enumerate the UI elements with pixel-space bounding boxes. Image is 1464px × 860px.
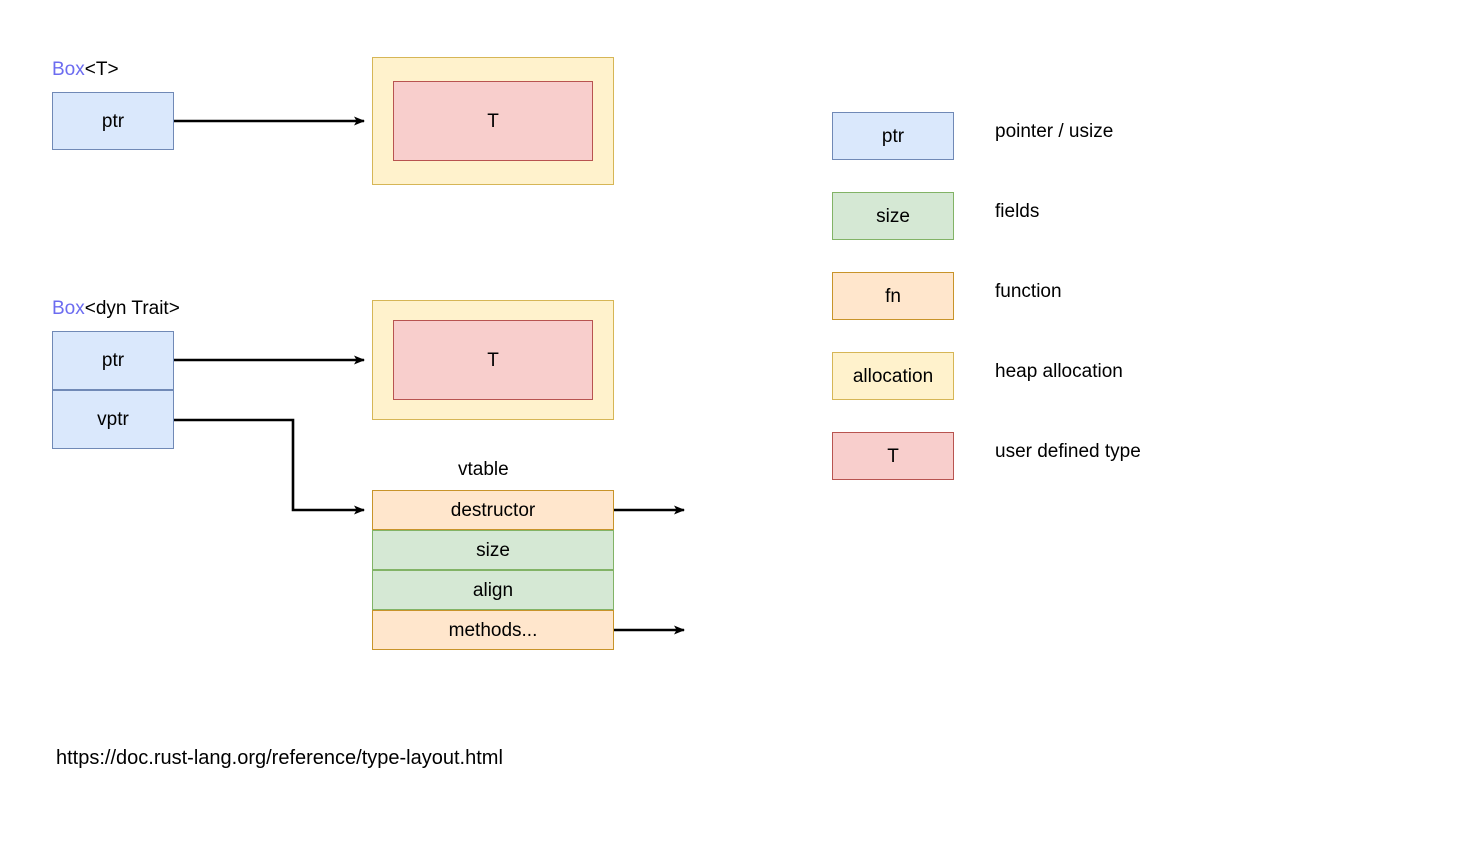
vtable-caption: vtable [458, 459, 509, 480]
box-dyn-trait-ptr-cell: ptr [52, 331, 174, 390]
box-dyn-trait-label-generic: <dyn Trait> [84, 298, 180, 319]
box-dyn-trait-ptr-cell-label: ptr [101, 350, 125, 371]
legend-swatch-allocation-label: allocation [852, 365, 934, 387]
box-t-allocation-inner-type: T [393, 81, 593, 161]
legend-swatch-ptr: ptr [832, 112, 954, 160]
legend-swatch-type-label: T [887, 445, 899, 467]
vtable-row-destructor: destructor [372, 490, 614, 530]
box-dyn-trait-vptr-cell-label: vptr [97, 409, 129, 430]
box-dyn-trait-allocation-inner-type-label: T [487, 349, 499, 371]
legend-swatch-fn-label: fn [885, 285, 901, 307]
box-t-label-keyword: Box [52, 59, 85, 80]
box-dyn-trait-label-keyword: Box [52, 298, 85, 319]
legend-swatch-size-label: size [876, 205, 910, 227]
source-url-text: https://doc.rust-lang.org/reference/type… [56, 747, 503, 769]
legend-swatch-allocation: allocation [832, 352, 954, 400]
vtable-row-size-label: size [476, 539, 510, 561]
box-dyn-trait-allocation-inner-type: T [393, 320, 593, 400]
box-t-label: Box<T> [52, 60, 119, 79]
box-t-allocation-inner-type-label: T [487, 110, 499, 132]
box-t-label-generic: <T> [84, 59, 119, 80]
vtable-row-methods-label: methods... [448, 619, 538, 641]
vtable-row-align: align [372, 570, 614, 610]
legend-swatch-fn: fn [832, 272, 954, 320]
legend-description-user-defined-type: user defined type [995, 441, 1141, 462]
vtable-row-methods: methods... [372, 610, 614, 650]
legend-description-ptr: pointer / usize [995, 121, 1114, 142]
vtable-row-align-label: align [472, 579, 514, 601]
box-dyn-trait-vptr-cell: vptr [52, 390, 174, 449]
legend-description-fields: fields [995, 201, 1040, 222]
edge-boxdyn-vptr-to-vtable [174, 418, 365, 515]
vtable-row-size: size [372, 530, 614, 570]
vtable-row-destructor-label: destructor [450, 499, 536, 521]
box-t-ptr-cell-label: ptr [101, 110, 125, 132]
legend-description-function: function [995, 281, 1062, 302]
box-t-ptr-cell: ptr [52, 92, 174, 150]
box-dyn-trait-label: Box<dyn Trait> [52, 299, 180, 318]
legend-swatch-type: T [832, 432, 954, 480]
legend-swatch-size: size [832, 192, 954, 240]
legend-description-heap-allocation: heap allocation [995, 361, 1123, 382]
legend-swatch-ptr-label: ptr [881, 125, 905, 147]
